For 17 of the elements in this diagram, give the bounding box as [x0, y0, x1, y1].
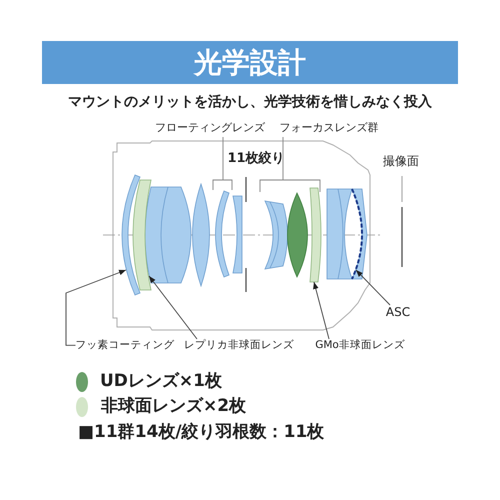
legend-label: 非球面レンズ×2枚	[101, 396, 246, 416]
title-banner: 光学設計	[42, 41, 458, 84]
lens-element	[310, 188, 322, 282]
callout-label: ASC	[386, 305, 410, 320]
callout-label: レプリカ非球面レンズ	[184, 339, 294, 352]
legend-label: UDレンズ×1枚	[100, 371, 222, 392]
subtitle: マウントのメリットを活かし、光学技術を惜しみなく投入	[68, 94, 432, 111]
callout-label: GMo非球面レンズ	[315, 339, 405, 352]
bracket-label: フォーカスレンズ群	[280, 121, 378, 134]
bracket-label: フローティングレンズ	[155, 121, 265, 134]
leader-line	[356, 270, 390, 306]
lens-element	[122, 174, 140, 296]
aperture-label: 11枚絞り	[227, 151, 285, 167]
leader-line	[148, 276, 198, 340]
spec-note: ■11群14枚/絞り羽根数：11枚	[78, 422, 324, 442]
callout-label: フッ素コーティング	[76, 339, 174, 352]
sensor-plane-label: 撮像面	[383, 154, 419, 168]
